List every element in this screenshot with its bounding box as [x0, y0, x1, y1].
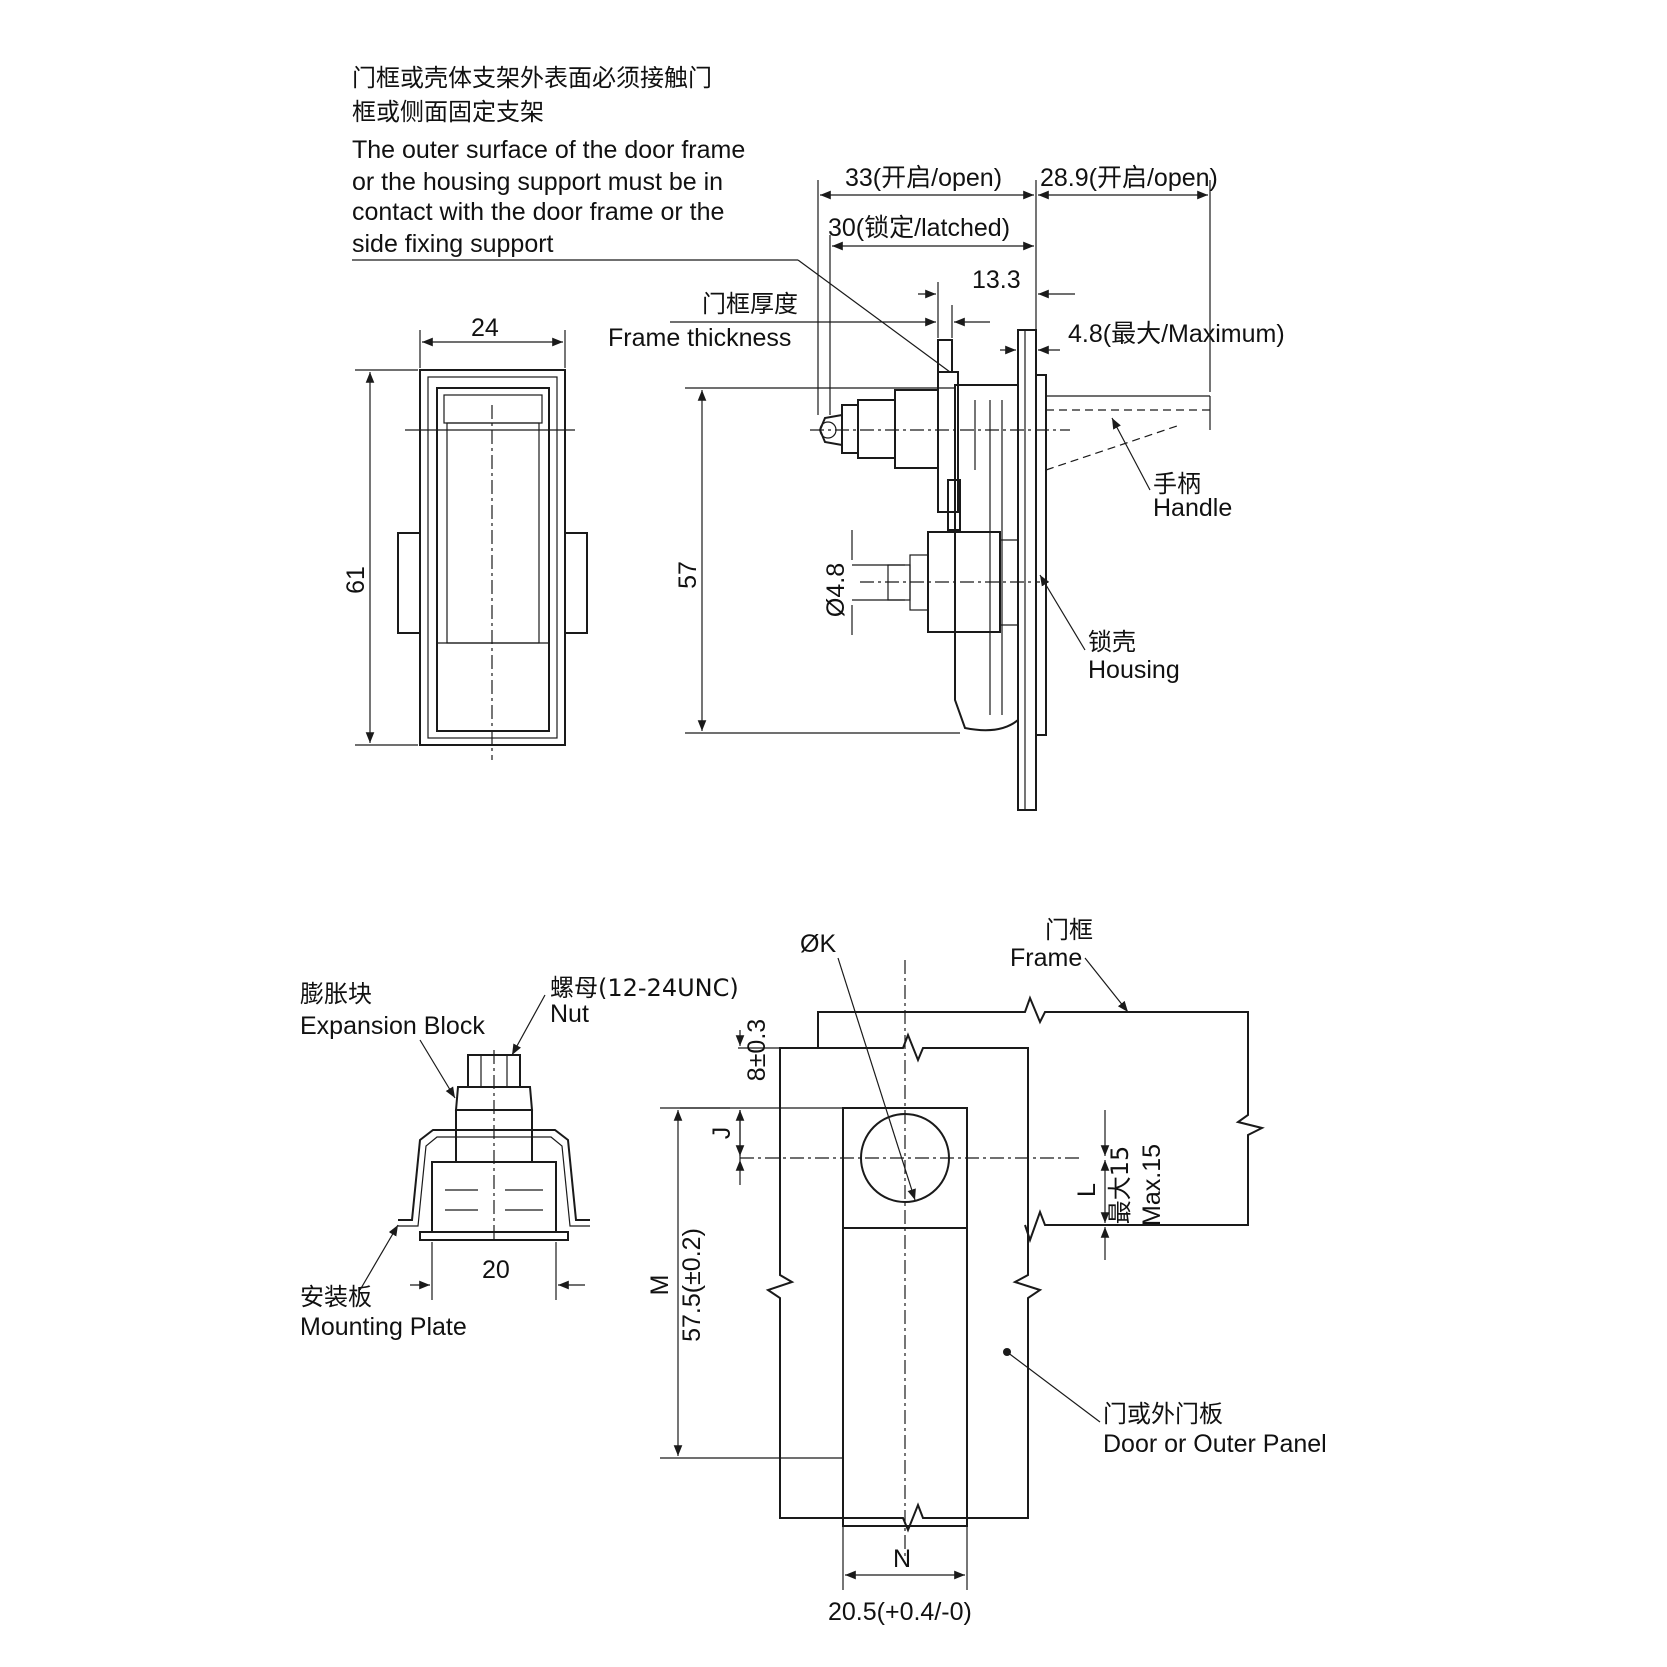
max15-label-cn: 最大15 [1106, 1146, 1134, 1225]
dim575-label: 57.5(±0.2) [678, 1228, 706, 1342]
side-frame-lip [947, 479, 961, 531]
dim24-label: 24 [471, 314, 499, 342]
dim205-label: 20.5(+0.4/-0) [828, 1598, 972, 1626]
dim57-label: 57 [674, 561, 702, 589]
mounting-note: 门框或壳体支架外表面必须接触门 框或侧面固定支架 The outer surfa… [352, 64, 951, 373]
dim289-label: 28.9(开启/open) [1040, 164, 1218, 192]
dim133-label: 13.3 [972, 266, 1021, 294]
front-view: 24 61 [342, 314, 588, 760]
plate-label-cn: 安装板 [300, 1283, 372, 1311]
dim30-label: 30(锁定/latched) [828, 214, 1010, 242]
side-washer [841, 404, 859, 454]
note-en-line3: contact with the door frame or the [352, 198, 724, 226]
frame-leader [1084, 957, 1129, 1013]
side-nut [857, 399, 896, 459]
frame-thickness-en: Frame thickness [608, 324, 791, 352]
handle-label-en: Handle [1153, 494, 1232, 522]
dim33-label: 33(开启/open) [845, 164, 1002, 192]
expansion-leader [419, 1039, 456, 1099]
dim20-label: 20 [482, 1256, 510, 1284]
handle-label-cn: 手柄 [1153, 470, 1201, 498]
front-left-tab [397, 532, 421, 634]
nut-label-en: Nut [550, 1000, 589, 1028]
side-handle-phantom2 [1045, 424, 1181, 471]
diml-label: L [1073, 1183, 1101, 1197]
dia-k-leader [837, 957, 916, 1201]
frame-label-en: Frame [1010, 944, 1082, 972]
note-cn-line1: 门框或壳体支架外表面必须接触门 [352, 64, 712, 92]
panel-label-en: Door or Outer Panel [1103, 1430, 1327, 1458]
note-en-line2: or the housing support must be in [352, 168, 723, 196]
side-expansion-block [894, 389, 939, 469]
note-en-line4: side fixing support [352, 230, 554, 258]
frame-thickness-cn: 门框厚度 [702, 290, 798, 318]
plate-label-en: Mounting Plate [300, 1313, 467, 1341]
panel-label-cn: 门或外门板 [1103, 1400, 1223, 1428]
cutout-door-panel [765, 1032, 1043, 1533]
housing-leader [1039, 574, 1086, 651]
note-leader [797, 259, 951, 373]
dia48-label: Ø4.8 [822, 563, 850, 617]
dim48max-label: 4.8(最大/Maximum) [1068, 320, 1285, 348]
panel-leader [1006, 1351, 1101, 1423]
handle-leader [1111, 417, 1151, 491]
note-cn-line2: 框或侧面固定支架 [352, 98, 544, 126]
plate-leader [359, 1224, 399, 1291]
dimn-label: N [893, 1545, 911, 1573]
frame-label-cn: 门框 [1045, 916, 1093, 944]
cutout-frame-outline [817, 995, 1265, 1244]
side-mounting-plate [1017, 329, 1037, 811]
housing-label-en: Housing [1088, 656, 1180, 684]
nut-leader [511, 994, 546, 1056]
expansion-label-cn: 膨胀块 [300, 980, 372, 1008]
front-right-tab [564, 532, 588, 634]
side-frame-plate [937, 339, 953, 373]
housing-label-cn: 锁壳 [1088, 628, 1136, 656]
side-flange [1035, 374, 1047, 736]
dim8-label: 8±0.3 [743, 1019, 771, 1081]
side-view: 33(开启/open) 28.9(开启/open) 30(锁定/latched)… [608, 164, 1285, 811]
front-handle [436, 387, 550, 732]
side-housing-body [954, 384, 1019, 732]
front-handle-window [446, 422, 540, 644]
section-view: 20 膨胀块 Expansion Block 螺母(12-24UNC) Nut … [300, 974, 739, 1341]
max15-label-en: Max.15 [1138, 1144, 1166, 1226]
nut-label-cn: 螺母(12-24UNC) [550, 974, 739, 1002]
dim61-label: 61 [342, 566, 370, 594]
expansion-label-en: Expansion Block [300, 1012, 485, 1040]
front-handle-top-cap [443, 394, 543, 424]
dia-k-label: ØK [800, 930, 836, 958]
cutout-view: ØK 门框 Frame 8±0.3 J L 最大15 Max.15 M 57.5… [646, 916, 1327, 1626]
section-housing [431, 1161, 557, 1233]
dimm-label: M [646, 1275, 674, 1296]
note-en-line1: The outer surface of the door frame [352, 136, 745, 164]
dimj-label: J [708, 1127, 736, 1140]
